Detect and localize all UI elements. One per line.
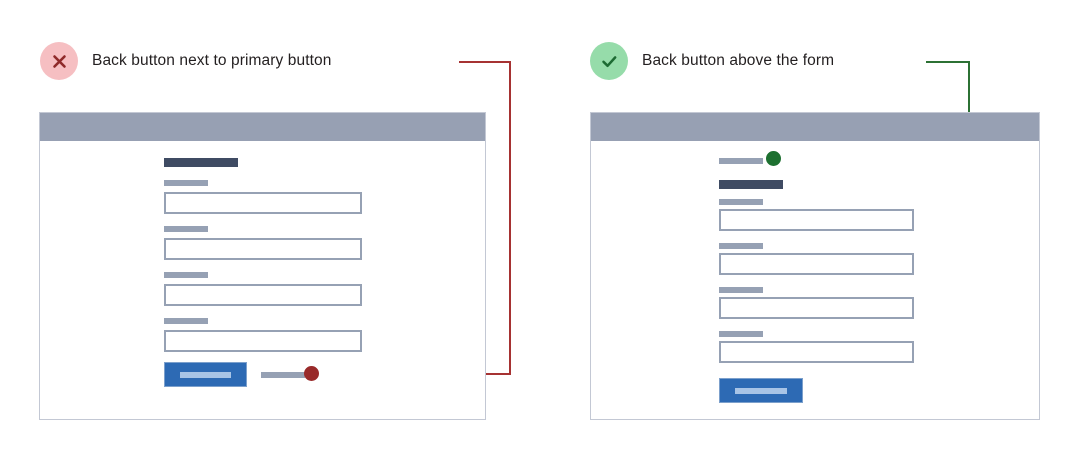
bad-card-body <box>40 141 485 419</box>
bad-browser-chrome-bar <box>40 113 485 141</box>
bad-field-label-1 <box>164 180 208 186</box>
bad-field-input-4[interactable] <box>164 330 362 352</box>
good-wireframe-card <box>590 112 1040 420</box>
bad-field-input-3[interactable] <box>164 284 362 306</box>
good-field-input-2[interactable] <box>719 253 914 275</box>
bad-field-input-2[interactable] <box>164 238 362 260</box>
bad-field-label-4 <box>164 318 208 324</box>
bad-primary-button[interactable] <box>164 362 247 387</box>
good-annotation-label: Back button above the form <box>642 52 835 70</box>
bad-primary-button-label <box>179 371 232 378</box>
x-mark-icon <box>40 42 78 80</box>
good-primary-button[interactable] <box>719 378 803 403</box>
good-field-label-1 <box>719 199 763 205</box>
good-annotation-header: Back button above the form <box>590 42 834 80</box>
good-browser-chrome-bar <box>591 113 1039 141</box>
good-field-label-2 <box>719 243 763 249</box>
good-form-heading <box>719 180 783 189</box>
good-card-body <box>591 141 1039 419</box>
bad-back-link[interactable] <box>261 372 305 378</box>
bad-annotation-label: Back button next to primary button <box>92 52 332 70</box>
good-field-label-3 <box>719 287 763 293</box>
bad-wireframe-card <box>39 112 486 420</box>
good-callout-dot <box>766 151 781 166</box>
bad-field-label-2 <box>164 226 208 232</box>
good-primary-button-label <box>734 387 788 394</box>
bad-field-input-1[interactable] <box>164 192 362 214</box>
good-back-link[interactable] <box>719 158 763 164</box>
good-field-input-4[interactable] <box>719 341 914 363</box>
good-field-input-3[interactable] <box>719 297 914 319</box>
bad-field-label-3 <box>164 272 208 278</box>
good-field-label-4 <box>719 331 763 337</box>
bad-annotation-header: Back button next to primary button <box>40 42 331 80</box>
bad-form-heading <box>164 158 238 167</box>
check-mark-icon <box>590 42 628 80</box>
bad-callout-dot <box>304 366 319 381</box>
good-field-input-1[interactable] <box>719 209 914 231</box>
